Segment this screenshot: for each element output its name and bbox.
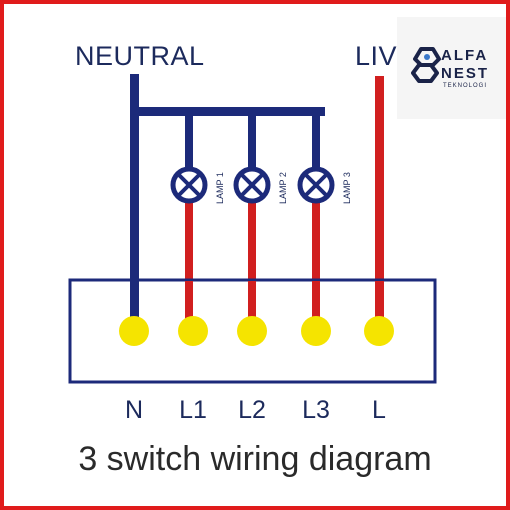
neutral-drop-lamp-1 [185,107,193,169]
diagram-caption: 3 switch wiring diagram [78,440,432,478]
live-label: LIV [355,41,398,71]
terminal-n [119,316,149,346]
neutral-bus-bar [130,107,325,116]
lamp-3-label: LAMP 3 [342,172,352,204]
terminal-label-l: L [372,396,386,424]
brand-logo: ALFA NEST TEKNOLOGI [397,17,506,119]
neutral-drop-lamp-2 [248,107,256,169]
wiring-diagram [68,74,437,384]
neutral-wire-main [130,74,139,330]
neutral-drop-lamp-3 [312,107,320,169]
terminal-l3 [301,316,331,346]
live-wire-l3 [312,202,320,330]
terminal-label-l3: L3 [302,396,330,424]
brand-mark-icon [411,47,441,83]
terminal-label-l2: L2 [238,396,266,424]
terminal-label-l1: L1 [179,396,207,424]
lamp-1-icon [170,166,208,204]
live-wire-l1 [185,202,193,330]
neutral-label: NEUTRAL [75,41,205,71]
logo-line-1: ALFA [441,47,489,64]
terminal-label-n: N [124,396,144,424]
live-wire-main [375,76,384,330]
live-wire-l2 [248,202,256,330]
lamp-1-label: LAMP 1 [215,172,225,204]
lamp-3-icon [297,166,335,204]
terminal-l1 [178,316,208,346]
logo-line-3: TEKNOLOGI [443,83,488,89]
terminal-l [364,316,394,346]
logo-line-2: NEST [441,65,490,82]
lamp-2-label: LAMP 2 [278,172,288,204]
lamp-2-icon [233,166,271,204]
terminal-l2 [237,316,267,346]
